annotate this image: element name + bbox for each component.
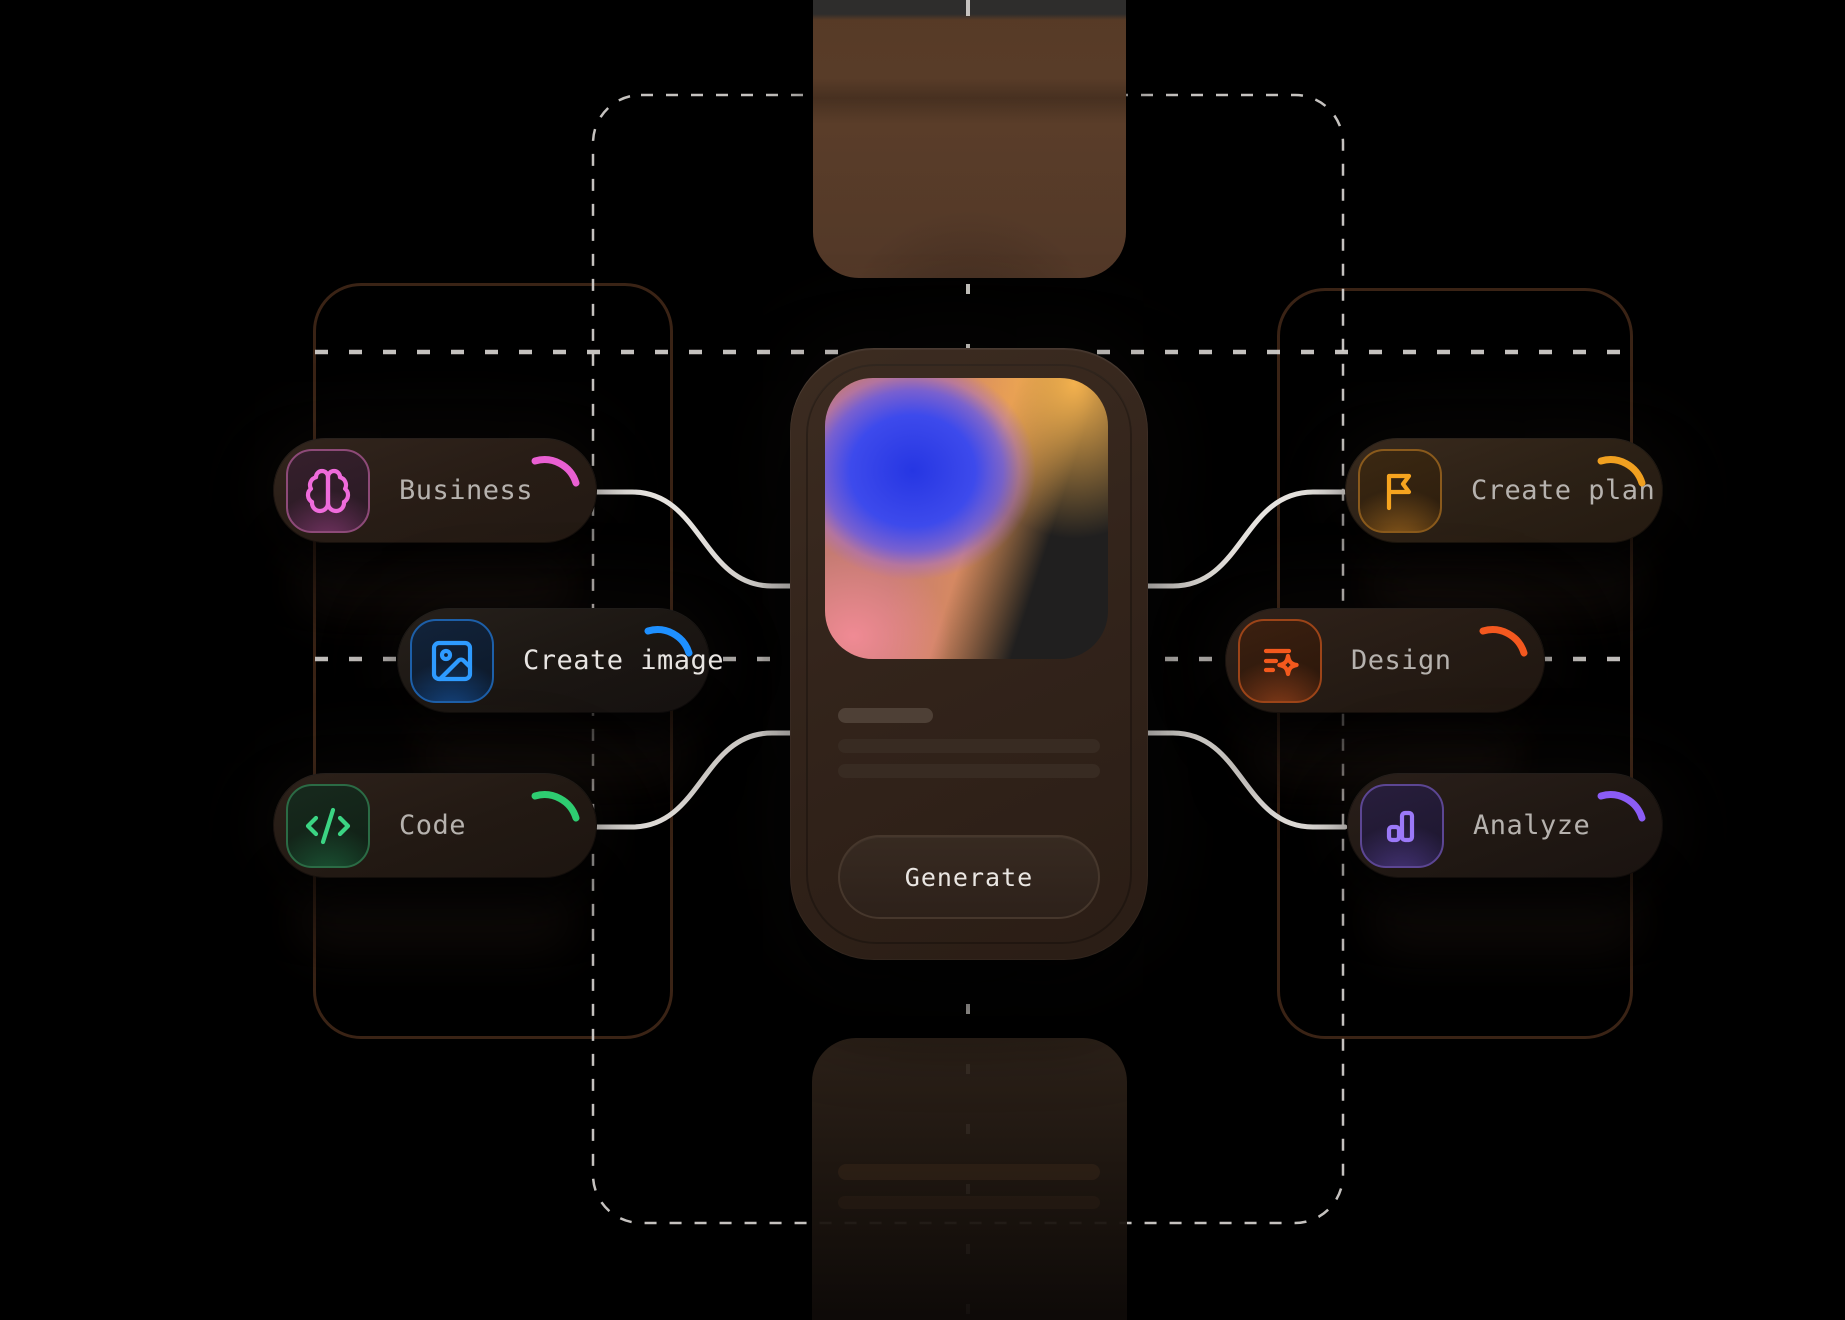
corner-arc: [1597, 791, 1646, 822]
flag-icon: [1358, 448, 1442, 533]
card-reflection: [812, 1038, 1127, 1320]
pill-label: Design: [1351, 645, 1452, 676]
reflection-bar: [838, 1164, 1100, 1180]
pill-create-image[interactable]: Create image: [397, 608, 724, 713]
pill-analyze[interactable]: Analyze: [1347, 773, 1663, 878]
generator-card: Generate: [790, 348, 1148, 960]
pill-business[interactable]: Business: [273, 438, 597, 543]
reflection-bar: [838, 1196, 1100, 1209]
pill-create-plan[interactable]: Create plan: [1345, 438, 1663, 543]
corner-arc: [531, 456, 580, 487]
pill-label: Code: [399, 810, 467, 841]
brain-icon: [286, 448, 370, 533]
skeleton-line: [838, 764, 1100, 778]
corner-arc: [531, 791, 580, 822]
corner-arc: [1479, 626, 1528, 657]
pill-design[interactable]: Design: [1225, 608, 1545, 713]
design-sparkle-icon: [1238, 618, 1322, 703]
image-icon: [410, 618, 494, 703]
code-icon: [286, 783, 370, 868]
generated-image-preview: [825, 378, 1108, 659]
skeleton-line-short: [838, 708, 933, 723]
corner-arc: [644, 626, 693, 657]
pill-label: Analyze: [1473, 810, 1591, 841]
pill-label: Create plan: [1471, 475, 1656, 506]
skeleton-line: [838, 739, 1100, 753]
bar-chart-icon: [1360, 783, 1444, 868]
pill-code[interactable]: Code: [273, 773, 597, 878]
corner-arc: [1597, 456, 1646, 487]
generate-button[interactable]: Generate: [838, 835, 1100, 919]
top-folder-shape: [813, 0, 1126, 278]
pill-label: Business: [399, 475, 534, 506]
